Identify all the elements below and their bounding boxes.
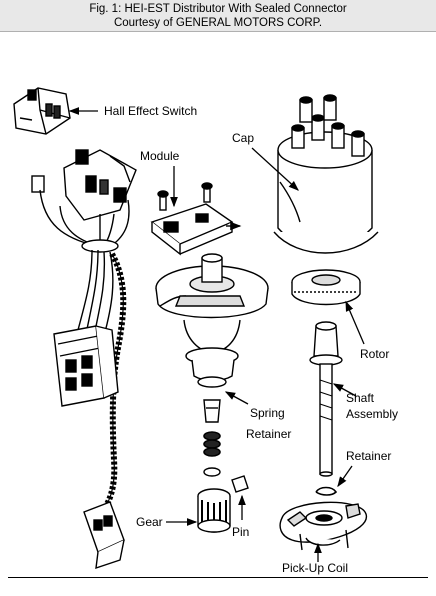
label-shaft: Shaft: [346, 391, 375, 405]
cap-leader: [251, 147, 299, 191]
label-gear: Gear: [136, 515, 163, 529]
bottom-rule: [8, 577, 428, 578]
rotor-leader: [345, 300, 365, 345]
caption-title: Fig. 1: HEI-EST Distributor With Sealed …: [89, 3, 347, 15]
shaft-leader: [332, 383, 357, 397]
label-hall-effect-switch: Hall Effect Switch: [104, 104, 197, 118]
ignition-module-part: [150, 182, 242, 256]
pickup-coil-part: [279, 501, 367, 551]
spring-retainer-part: [197, 376, 227, 423]
retainer-leader: [337, 465, 353, 488]
figure-caption: Fig. 1: HEI-EST Distributor With Sealed …: [0, 0, 436, 32]
retainer-clip-part: [315, 486, 338, 496]
label-pin: Pin: [232, 525, 249, 539]
spring-leader: [224, 391, 249, 405]
distributor-cap-part: [273, 94, 379, 254]
harness-end-plug: [83, 501, 125, 570]
distributor-housing-part: [155, 253, 269, 382]
caption-credit: Courtesy of GENERAL MOTORS CORP.: [113, 17, 323, 29]
label-pickup-coil: Pick-Up Coil: [282, 561, 348, 575]
hall-effect-switch-part: [13, 87, 71, 135]
drive-gear-part: [197, 488, 231, 533]
spring-coil-part: [203, 431, 221, 457]
label-assembly: Assembly: [346, 407, 398, 421]
label-spring: Spring: [250, 406, 285, 420]
label-rotor: Rotor: [360, 347, 389, 361]
rotor-part: [291, 269, 361, 306]
sealed-connector: [53, 325, 119, 407]
shaft-assembly-part: [309, 321, 343, 477]
label-cap: Cap: [232, 131, 254, 145]
label-retainer-mid: Retainer: [246, 427, 291, 441]
pin-part: [231, 475, 249, 493]
label-module: Module: [140, 149, 180, 163]
distributor-exploded-diagram: Hall Effect Switch: [13, 87, 398, 575]
washer-part: [203, 467, 221, 477]
label-retainer-right: Retainer: [346, 449, 391, 463]
